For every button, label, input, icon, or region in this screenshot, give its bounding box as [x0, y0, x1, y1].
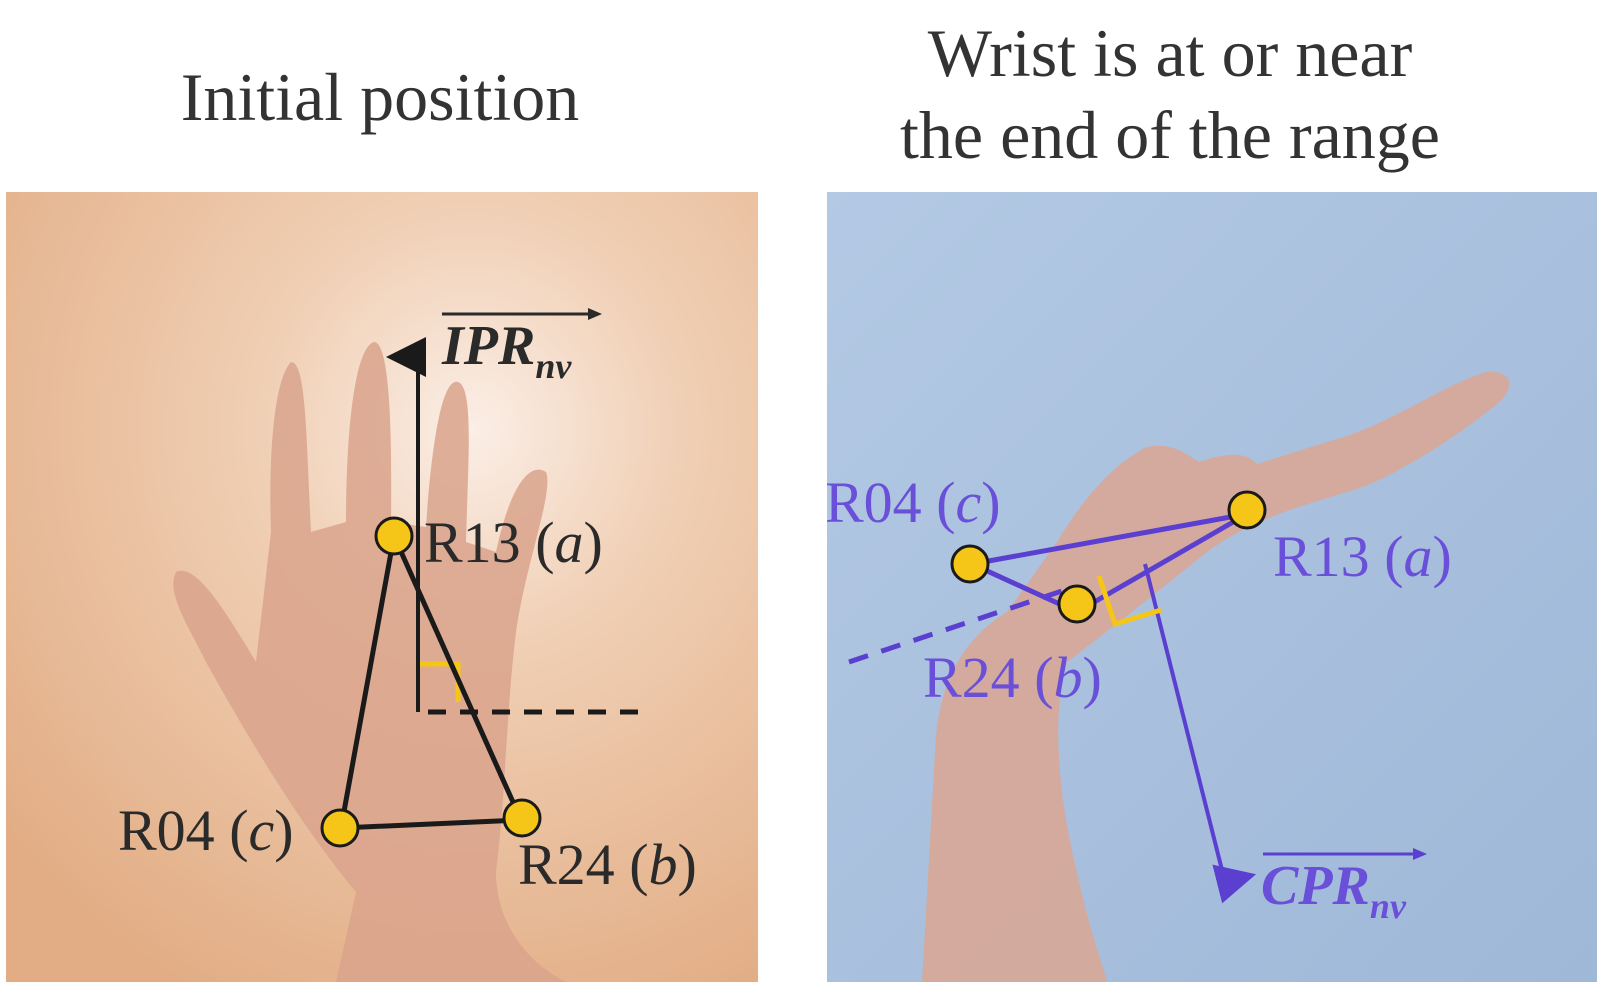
right-panel-title: Wrist is at or near the end of the range	[900, 15, 1440, 173]
marker-r13	[374, 516, 414, 556]
label-r04: R04 (c)	[827, 470, 1001, 535]
label-r24: R24 (b)	[923, 645, 1102, 710]
marker-r04	[950, 544, 990, 584]
label-r24: R24 (b)	[518, 832, 697, 897]
label-r13: R13 (a)	[424, 510, 603, 575]
marker-triangle	[337, 527, 525, 831]
right-angle-marker	[1096, 575, 1162, 628]
initial-position-panel: R13 (a) R24 (b) R04 (c) IPRnv	[6, 192, 758, 982]
vector-label-cpr: CPRnv	[1261, 855, 1407, 926]
label-r13: R13 (a)	[1273, 524, 1452, 589]
vector-overline-arrowhead	[588, 308, 602, 320]
right-angle-marker	[420, 661, 461, 702]
marker-r04	[320, 808, 360, 848]
vector-label-ipr: IPRnv	[441, 315, 572, 386]
label-r04: R04 (c)	[118, 798, 294, 863]
marker-r13	[1227, 490, 1267, 530]
cpr-vector-arrow	[1143, 563, 1257, 904]
initial-position-diagram: R13 (a) R24 (b) R04 (c) IPRnv	[6, 192, 758, 982]
marker-r24	[502, 798, 542, 838]
dashed-reference-line	[848, 587, 1066, 665]
left-panel-title: Initial position	[180, 59, 580, 135]
vector-overline-arrowhead	[1413, 848, 1427, 860]
end-of-range-diagram: R04 (c) R13 (a) R24 (b) CPRnv	[827, 192, 1597, 982]
marker-triangle	[963, 511, 1249, 615]
arm-hand-silhouette	[922, 371, 1510, 982]
end-of-range-panel: R04 (c) R13 (a) R24 (b) CPRnv	[827, 192, 1597, 982]
marker-r24	[1057, 584, 1097, 624]
